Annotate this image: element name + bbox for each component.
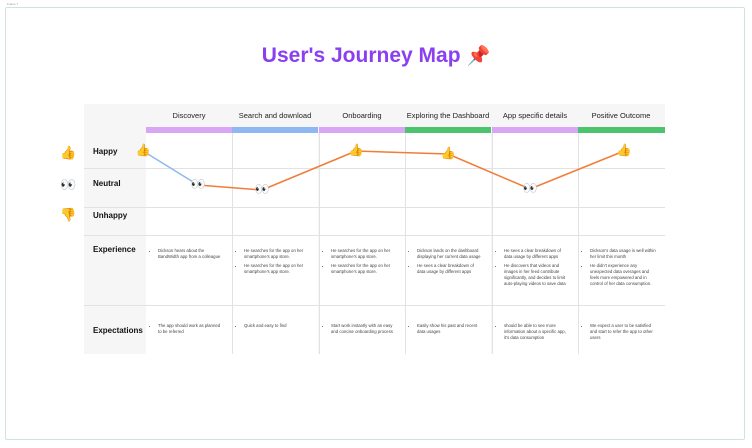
list-item: He searches for the app on her smartphon… (244, 263, 310, 275)
bullet-list: The app should work as planned to be ref… (150, 323, 224, 335)
page-title: User's Journey Map📌 (0, 44, 752, 68)
cell-expectations-1: The app should work as planned to be ref… (150, 323, 224, 338)
mood-label-happy: Happy (93, 147, 118, 156)
stage-column-2 (232, 127, 318, 354)
thumbs-up-icon: 👍 (440, 146, 456, 160)
cell-experience-3: He searches for the app on her smartphon… (323, 248, 397, 278)
list-item: should be able to see more information a… (504, 323, 570, 341)
cell-expectations-5: should be able to see more information a… (496, 323, 570, 344)
cell-expectations-2: Quick and easy to find (236, 323, 310, 332)
bullet-list: Quick and easy to find (236, 323, 310, 329)
stage-color-bar-1 (146, 127, 232, 133)
row-label-expectations: Expectations (93, 326, 143, 335)
bullet-list: Dickson's data usage is well within her … (582, 248, 656, 287)
list-item: Start work instantly with an easy and co… (331, 323, 397, 335)
list-item: He searches for the app on her smartphon… (331, 263, 397, 275)
list-item: Dickson's data usage is well within her … (590, 248, 656, 260)
stage-header-6: Positive Outcome (591, 111, 651, 120)
list-item: He sees a clear breakdown of data usage … (417, 263, 483, 275)
cell-experience-6: Dickson's data usage is well within her … (582, 248, 656, 290)
stage-column-1 (146, 127, 232, 354)
bullet-list: Start work instantly with an easy and co… (323, 323, 397, 335)
thumbs-up-icon: 👍 (348, 143, 364, 157)
eyes-icon: 👀 (60, 177, 77, 192)
stage-column-5 (492, 127, 578, 354)
thumbs-up-icon: 👍 (60, 145, 77, 160)
list-item: He sees a clear breakdown of data usage … (504, 248, 570, 260)
cell-expectations-4: Easily show his past and recent data usa… (409, 323, 483, 338)
cell-experience-2: He searches for the app on her smartphon… (236, 248, 310, 278)
column-divider (405, 133, 406, 354)
column-divider (232, 133, 233, 354)
row-divider (84, 235, 665, 236)
bullet-list: should be able to see more information a… (496, 323, 570, 341)
cell-expectations-3: Start work instantly with an easy and co… (323, 323, 397, 338)
row-divider (84, 305, 665, 306)
stage-color-bar-3 (319, 127, 405, 133)
mood-label-unhappy: Unhappy (93, 211, 128, 220)
list-item: The app should work as planned to be ref… (158, 323, 224, 335)
row-divider (84, 168, 665, 169)
bullet-list: We expect a user to be satisfied and sta… (582, 323, 656, 341)
list-item: He discovers that videos and images in h… (504, 263, 570, 287)
stage-header-4: Exploring the Dashboard (406, 111, 490, 120)
thumbs-up-icon: 👍 (616, 143, 632, 157)
journey-segment-5 (447, 153, 531, 190)
bullet-list: He searches for the app on her smartphon… (236, 248, 310, 275)
stage-column-4 (405, 127, 491, 354)
stage-column-6 (578, 127, 665, 354)
title-text: User's Journey Map (261, 44, 461, 67)
eyes-icon: 👀 (254, 182, 270, 196)
journey-segment-2 (197, 184, 263, 191)
stage-header-1: Discovery (172, 111, 206, 120)
bullet-list: He sees a clear breakdown of data usage … (496, 248, 570, 287)
stage-color-bar-4 (405, 127, 491, 133)
stage-column-3 (319, 127, 405, 354)
pushpin-icon: 📌 (466, 46, 491, 67)
bullet-list: Dickson lands on the dashboard displayin… (409, 248, 483, 275)
stage-color-bar-2 (232, 127, 318, 133)
journey-segment-6 (529, 150, 625, 190)
list-item: We expect a user to be satisfied and sta… (590, 323, 656, 341)
list-item: He didn't experience any unexpected data… (590, 263, 656, 287)
row-divider (84, 207, 665, 208)
cell-experience-1: Dickson hears about the BandWidth app fr… (150, 248, 224, 263)
journey-segment-1 (142, 150, 199, 186)
bullet-list: Dickson hears about the BandWidth app fr… (150, 248, 224, 260)
bullet-list: Easily show his past and recent data usa… (409, 323, 483, 335)
cell-expectations-6: We expect a user to be satisfied and sta… (582, 323, 656, 344)
journey-segment-3 (261, 150, 357, 191)
list-item: Dickson hears about the BandWidth app fr… (158, 248, 224, 260)
thumbs-down-icon: 👎 (60, 207, 77, 222)
thumbs-up-icon: 👍 (135, 143, 151, 157)
mood-label-neutral: Neutral (93, 179, 121, 188)
stage-header-3: Onboarding (342, 111, 382, 120)
list-item: He searches for the app on her smartphon… (244, 248, 310, 260)
bullet-list: He searches for the app on her smartphon… (323, 248, 397, 275)
stage-header-5: App specific details (502, 111, 568, 120)
journey-segment-4 (355, 150, 449, 155)
stage-color-bar-5 (492, 127, 578, 133)
frame-label: Frame 7 (7, 2, 19, 6)
eyes-icon: 👀 (522, 181, 538, 195)
row-label-experience: Experience (93, 245, 136, 254)
list-item: Dickson lands on the dashboard displayin… (417, 248, 483, 260)
column-divider (578, 133, 579, 354)
cell-experience-4: Dickson lands on the dashboard displayin… (409, 248, 483, 278)
stage-color-bar-6 (578, 127, 665, 133)
column-divider (492, 133, 493, 354)
canvas-frame[interactable] (5, 7, 745, 440)
stage-header-2: Search and download (238, 111, 312, 120)
eyes-icon: 👀 (190, 177, 206, 191)
column-divider (319, 133, 320, 354)
cell-experience-5: He sees a clear breakdown of data usage … (496, 248, 570, 290)
list-item: Quick and easy to find (244, 323, 310, 329)
list-item: He searches for the app on her smartphon… (331, 248, 397, 260)
list-item: Easily show his past and recent data usa… (417, 323, 483, 335)
